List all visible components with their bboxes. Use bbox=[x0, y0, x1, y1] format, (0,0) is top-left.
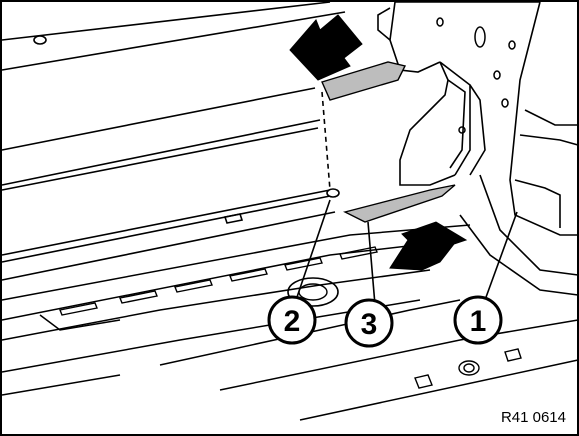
reference-box bbox=[458, 398, 576, 432]
callout-2-circle bbox=[267, 295, 317, 345]
callout-3-circle bbox=[344, 298, 394, 348]
callout-1: 1 bbox=[453, 295, 503, 345]
callout-3-label: 3 bbox=[361, 308, 378, 341]
leader-3 bbox=[367, 221, 376, 306]
panel-hole bbox=[33, 35, 47, 45]
arrow-up-icon bbox=[389, 221, 468, 271]
callout-leaders bbox=[294, 199, 518, 306]
leader-2 bbox=[294, 199, 331, 304]
pillar-holes bbox=[436, 17, 516, 134]
alignment-marker bbox=[326, 188, 340, 198]
callout-1-label: 1 bbox=[470, 305, 487, 338]
callout-2: 2 bbox=[267, 295, 317, 345]
leader-1 bbox=[484, 211, 518, 301]
upper-insert-strip bbox=[321, 61, 407, 101]
lower-cutouts bbox=[414, 348, 522, 389]
lower-insert-strip bbox=[343, 184, 456, 223]
pillar-base bbox=[459, 1, 579, 296]
alignment-line bbox=[321, 91, 331, 191]
callout-1-circle bbox=[453, 295, 503, 345]
arrow-down-icon bbox=[289, 14, 363, 81]
reference-number: R41 0614 bbox=[501, 409, 566, 426]
floor-slots bbox=[59, 246, 378, 316]
reinforcement-bracket bbox=[377, 1, 540, 186]
upper-panel bbox=[1, 1, 346, 281]
panel-slot bbox=[223, 213, 244, 224]
callout-3: 3 bbox=[344, 298, 394, 348]
floor-round-hole-outer bbox=[287, 277, 339, 307]
callout-2-label: 2 bbox=[284, 305, 301, 338]
